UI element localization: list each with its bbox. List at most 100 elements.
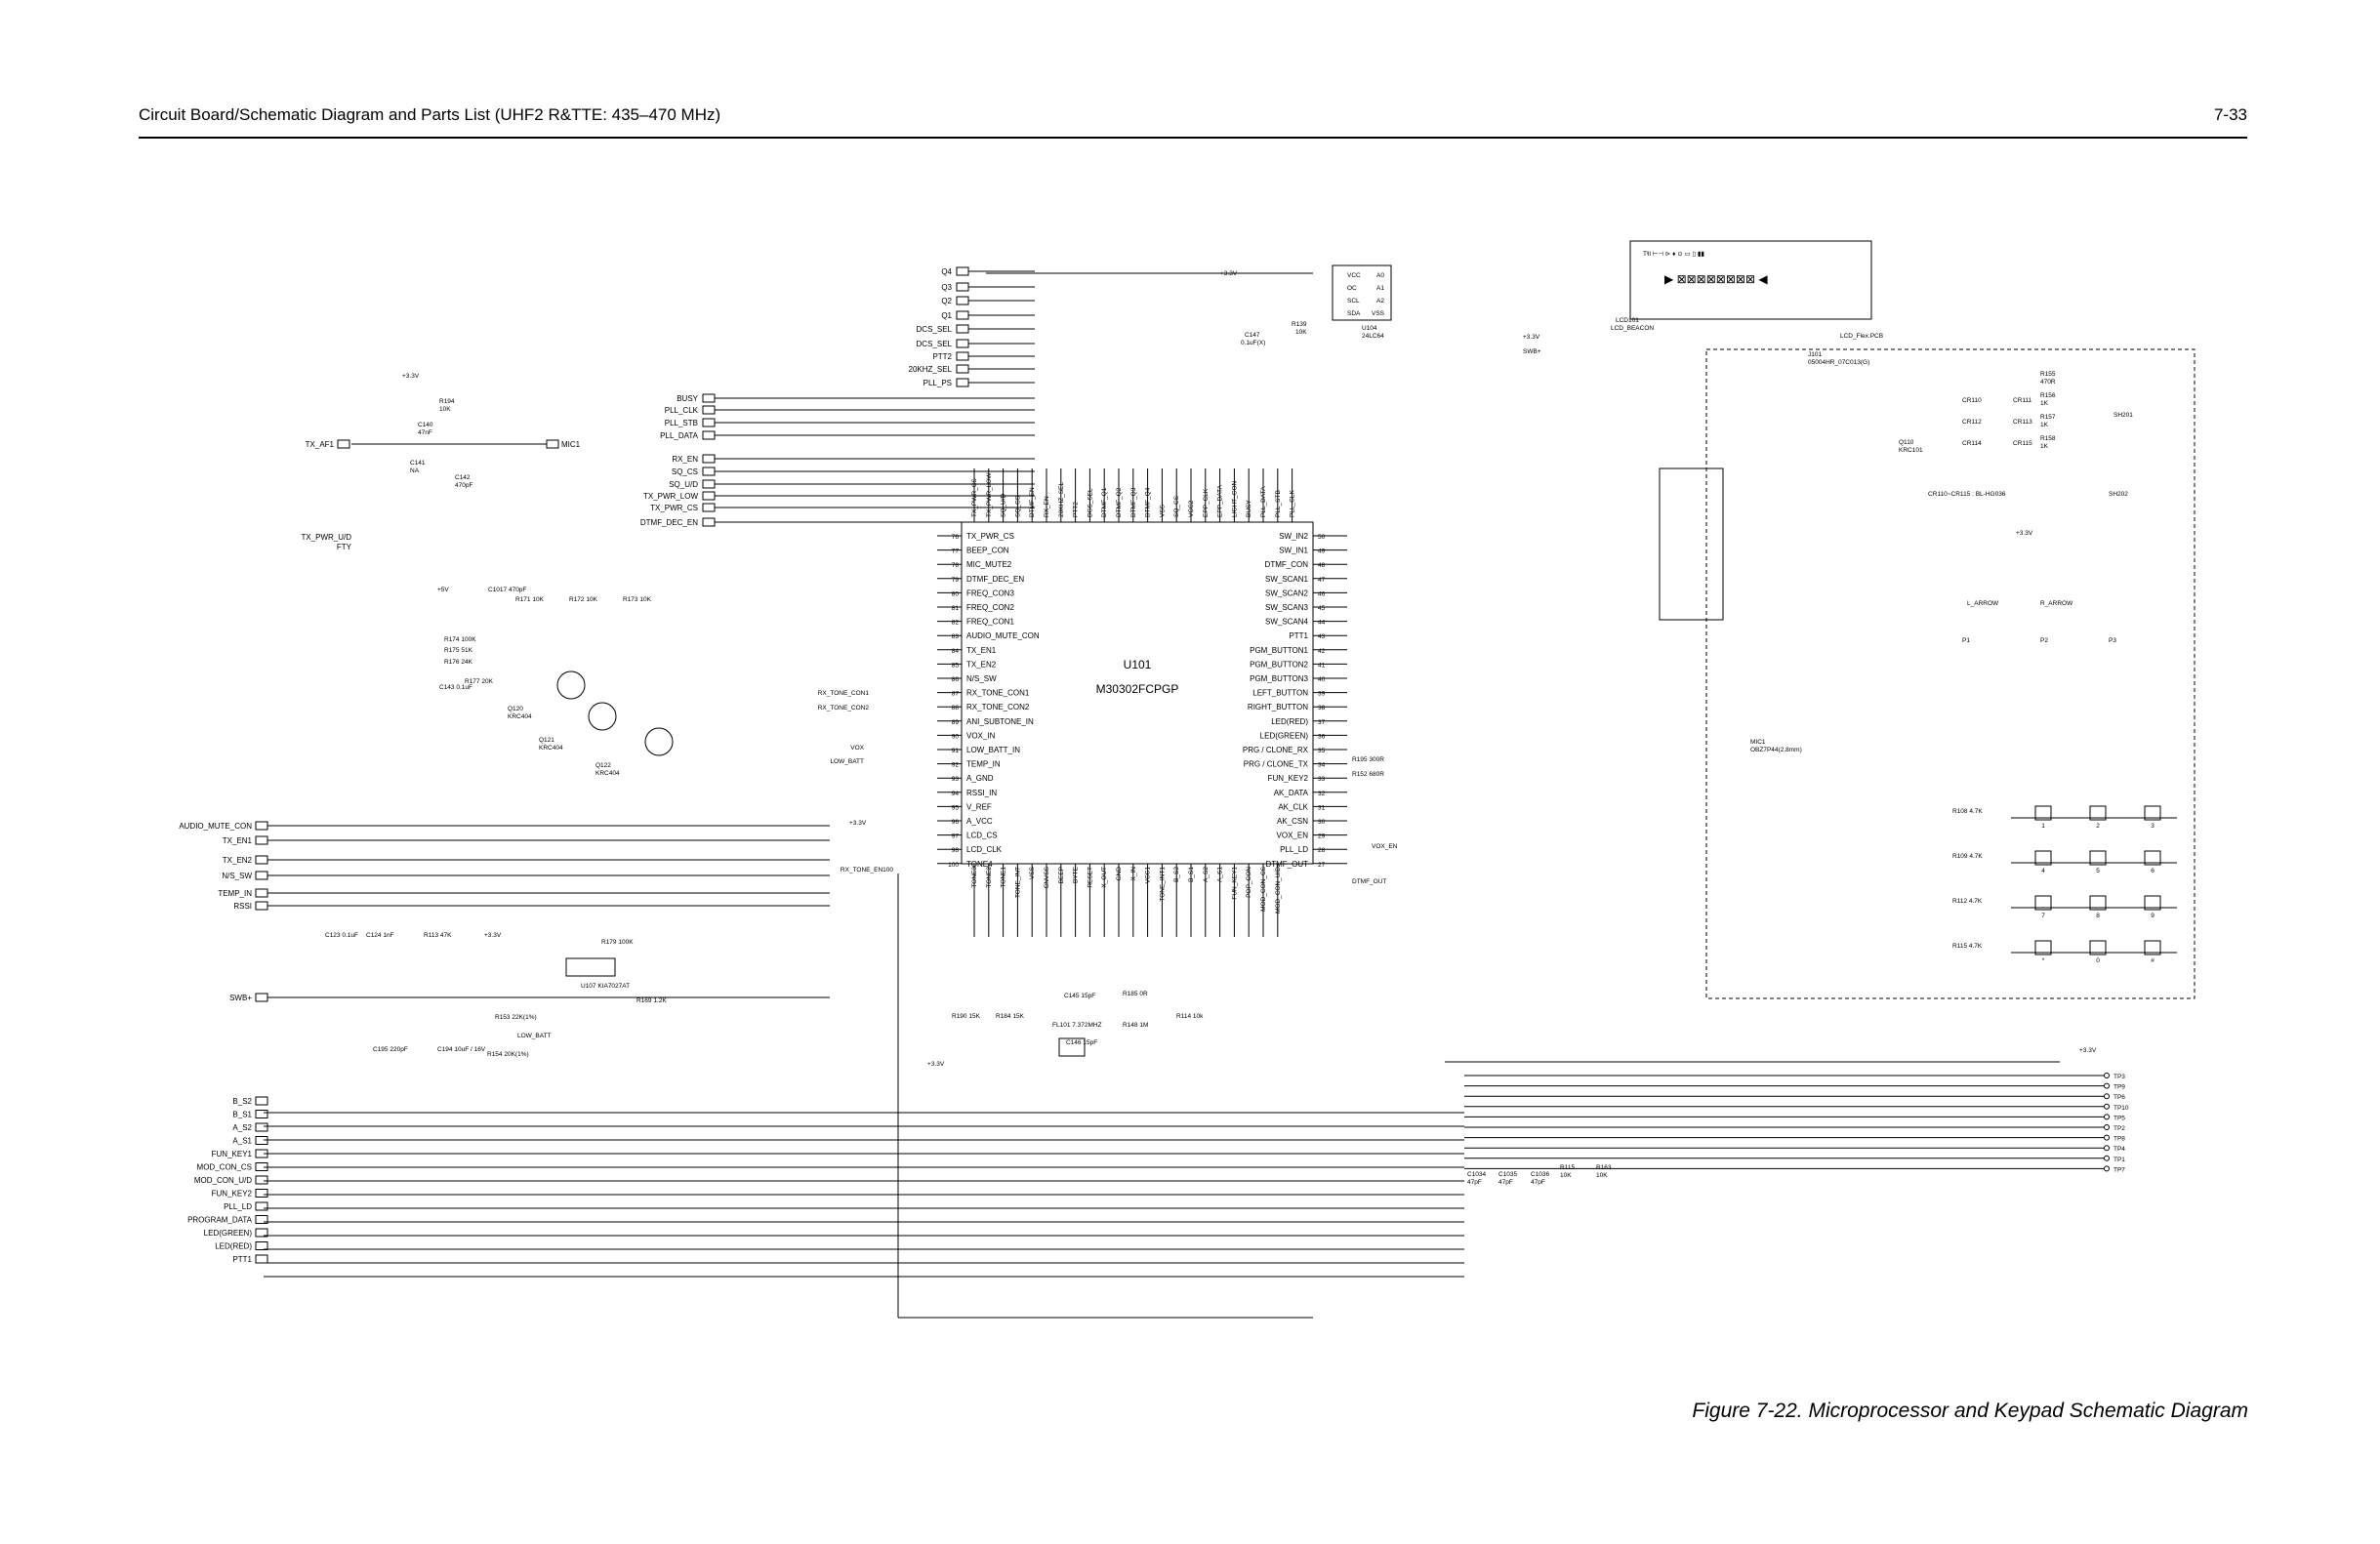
right-resistor-ref: R158 [2040, 435, 2056, 442]
test-point-label: TP8 [2113, 1136, 2125, 1143]
mcu-left-pin-name: LOW_BATT_IN [966, 746, 1020, 754]
mcu-right-pin-name: PRG / CLONE_RX [1243, 746, 1309, 754]
left-net-label: SWB+ [229, 994, 252, 1002]
r194-val: 10K [439, 406, 451, 413]
osc-part-label: R148 1M [1123, 1022, 1148, 1029]
eeprom-resistor: R139 [1292, 321, 1307, 328]
net-flag [702, 418, 716, 427]
keypad-key-contact [2034, 940, 2052, 955]
key-resistor-label: R108 4.7K [1952, 808, 1983, 815]
tx-pwr-label: TX_PWR_U/D [301, 533, 351, 542]
schematic-wires [264, 240, 2195, 1319]
test-point-marker [2104, 1114, 2110, 1120]
net-flag [255, 1201, 268, 1211]
mcu-right-pin-name: SW_SCAN4 [1265, 618, 1309, 627]
r194-label: R194 [439, 398, 455, 405]
bottom-left-net-label: A_S2 [232, 1123, 252, 1132]
left-net-label: RSSI [233, 902, 252, 911]
osc-part-label: R190 15K [952, 1013, 981, 1020]
bottom-left-net-label: PROGRAM_DATA [187, 1216, 253, 1225]
lower-left-part-label: C124 1nF [366, 932, 394, 939]
u107-body [565, 957, 616, 977]
test-point-marker [2104, 1134, 2110, 1141]
c140-label: C140 [418, 422, 433, 428]
net-flag [956, 296, 969, 305]
right-resistor-val: 1K [2040, 400, 2049, 407]
mcu-right-pin-num: 33 [1318, 776, 1326, 783]
net-flag [255, 901, 268, 911]
mcu-left-pin-num: 94 [952, 791, 960, 797]
bottom-left-net-label: PLL_LD [224, 1202, 252, 1211]
mcu-left-pin-num: 91 [952, 748, 960, 754]
lcd-ref: LCD101 [1616, 317, 1639, 324]
mcu-left-pin-name: LCD_CS [966, 832, 998, 840]
mcu-right-pin-num: 28 [1318, 847, 1326, 854]
keypad-key-label: # [2151, 957, 2154, 964]
keypad-key-label: 9 [2151, 913, 2154, 919]
rx-tone1-label: RX_TONE_CON1 [818, 690, 870, 697]
led-note: CR110~CR115 : BL-HG036 [1928, 491, 2006, 498]
mcu-left-pin-num: 89 [952, 719, 960, 726]
mcu-left-pin-num: 79 [952, 577, 960, 584]
left-part-label: R173 10K [623, 596, 652, 603]
net-flag [255, 1241, 268, 1250]
lower-left-part-label: LOW_BATT [517, 1033, 552, 1039]
mcu-right-pin-name: SW_SCAN2 [1265, 589, 1309, 597]
osc-part-label: R185 0R [1123, 991, 1148, 997]
mcu-right-pin-num: 31 [1318, 804, 1326, 811]
q110-label: Q110 [1899, 439, 1914, 446]
mcu-left-pin-name: RX_TONE_CON2 [966, 703, 1030, 711]
net-flag [702, 454, 716, 464]
left-part-label: R176 24K [444, 659, 473, 666]
keypad-key-label: 5 [2096, 868, 2100, 874]
left-part-label: R175 51K [444, 647, 473, 654]
figure-caption: Figure 7-22. Microprocessor and Keypad S… [1692, 1400, 2248, 1422]
mcu-right-pin-name: AK_CSN [1277, 817, 1308, 826]
mcu-right-pin-num: 27 [1318, 862, 1326, 869]
mcu-left-pin-name: TONE4 [966, 860, 993, 869]
bottom-left-net-label: B_S2 [232, 1097, 252, 1106]
page-header: Circuit Board/Schematic Diagram and Part… [139, 102, 2247, 139]
net-flag [255, 821, 268, 831]
led-label: CR114 [1962, 440, 1982, 447]
bottom-left-net-label: LED(GREEN) [204, 1229, 253, 1238]
mcu-right-pin-num: 30 [1318, 819, 1326, 826]
net-flag [956, 351, 969, 361]
mcu-right-pin-num: 36 [1318, 733, 1326, 740]
net-flag [702, 393, 716, 403]
schematic-labels: U101M30302FCPGPTX_PWR_CS76BEEP_CON77MIC_… [179, 251, 2161, 1264]
net-flag [255, 1122, 268, 1132]
top-left-net-label: Q2 [941, 297, 952, 305]
lower-left-part-label: C195 220pF [373, 1046, 408, 1053]
net-flag [702, 405, 716, 415]
mcu-left-pin-name: V_REF [966, 802, 992, 811]
keypad-key-label: 8 [2096, 913, 2100, 919]
left-part-label: R177 20K [465, 678, 494, 685]
mcu-left-pin-name: FREQ_CON3 [966, 589, 1014, 597]
test-point-marker [2104, 1093, 2110, 1100]
mcu-right-pin-num: 29 [1318, 833, 1326, 840]
bottom-left-net-label: LED(RED) [215, 1242, 252, 1251]
net-flag [702, 503, 716, 512]
bottom-left-net-label: FUN_KEY1 [212, 1150, 253, 1158]
mcu-right-pin-num: 39 [1318, 691, 1326, 698]
lcd-pcb: LCD_Flex.PCB [1840, 333, 1883, 340]
test-point-label: TP1 [2113, 1157, 2125, 1163]
left-part-label: +5V [437, 587, 449, 593]
left-part-label: R172 10K [569, 596, 598, 603]
top-left-net-label: SQ_U/D [669, 480, 698, 489]
top-left-net-label: PLL_CLK [665, 406, 699, 415]
mcu-left-pin-num: 90 [952, 733, 960, 740]
test-point-marker [2104, 1082, 2110, 1089]
lower-left-part-label: R153 22K(1%) [495, 1014, 537, 1021]
net-flag [255, 1254, 268, 1264]
mcu-right-pin-name: SW_SCAN3 [1265, 603, 1309, 612]
vcc-label: +3.3V [849, 820, 867, 827]
right-resistor-ref: R156 [2040, 392, 2056, 399]
mcu-left-pin-name: TX_PWR_CS [966, 532, 1014, 541]
mcu-left-pin-num: 87 [952, 691, 960, 698]
net-flag [255, 1215, 268, 1224]
mcu-right-pin-name: PGM_BUTTON2 [1250, 660, 1308, 669]
mcu-right-pin-name: DTMF_OUT [1265, 860, 1308, 869]
test-point-marker [2104, 1155, 2110, 1161]
